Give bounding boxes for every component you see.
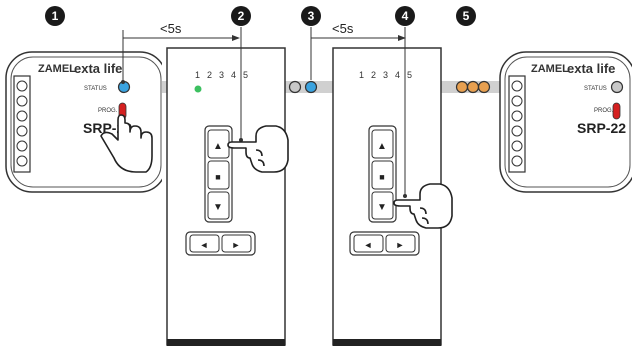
svg-text:▼: ▼ (213, 202, 223, 213)
right-button[interactable] (221, 234, 252, 253)
svg-text:5: 5 (463, 9, 470, 23)
orange-led-blink-icon (455, 80, 491, 94)
status-label-left: STATUS (84, 86, 107, 92)
prog-label-right: PROG. (594, 108, 614, 114)
prog-button-right[interactable] (612, 102, 621, 120)
left-button[interactable] (353, 234, 384, 253)
channel-label: 3 (219, 70, 224, 80)
terminal-block-right (508, 75, 526, 173)
right-button[interactable] (385, 234, 416, 253)
svg-text:▲: ▲ (377, 141, 387, 152)
svg-text:<5s: <5s (332, 21, 354, 36)
step-badge-4: 4 (395, 6, 415, 26)
hand-icon-press-prog (100, 114, 153, 173)
step-badge-3: 3 (301, 6, 321, 26)
hand-icon-press-down (393, 183, 453, 229)
svg-text:►: ► (396, 240, 405, 250)
remote-left: 1 2 3 4 5 ▲ ■ ▼ ◄ ► (166, 47, 286, 346)
svg-text:2: 2 (238, 9, 245, 23)
svg-text:▲: ▲ (213, 141, 223, 152)
timing-arrow-1: <5s (123, 21, 240, 41)
receiver-right: ZAMEL exta life STATUS PROG. SRP-22 (499, 51, 632, 193)
stop-button[interactable] (207, 160, 230, 190)
svg-text:1: 1 (52, 9, 59, 23)
terminal-block-left (13, 75, 31, 173)
left-button[interactable] (189, 234, 220, 253)
channel-led-green (194, 85, 202, 93)
svg-text:4: 4 (402, 9, 409, 23)
up-button[interactable] (371, 129, 394, 159)
status-led-blue (304, 80, 318, 94)
svg-text:◄: ◄ (364, 240, 373, 250)
channel-label: 4 (231, 70, 236, 80)
brand-logo-right: ZAMEL (531, 63, 569, 75)
channel-label: 5 (407, 70, 412, 80)
prog-label-left: PROG. (98, 108, 118, 114)
step-badge-1: 1 (45, 6, 65, 26)
down-button[interactable] (371, 191, 394, 220)
status-label-right: STATUS (584, 86, 607, 92)
step-badge-2: 2 (231, 6, 251, 26)
svg-text:►: ► (232, 240, 241, 250)
channel-label: 3 (383, 70, 388, 80)
status-led-right (610, 80, 624, 94)
channel-label: 2 (207, 70, 212, 80)
svg-text:<5s: <5s (160, 21, 182, 36)
brand-logo-left: ZAMEL (38, 63, 76, 75)
svg-text:▼: ▼ (377, 202, 387, 213)
down-button[interactable] (207, 191, 230, 220)
channel-label: 1 (195, 70, 200, 80)
channel-label: 4 (395, 70, 400, 80)
product-line-right: exta life (567, 61, 615, 76)
stop-button[interactable] (371, 160, 394, 190)
svg-text:◄: ◄ (200, 240, 209, 250)
svg-text:3: 3 (308, 9, 315, 23)
channel-label: 5 (243, 70, 248, 80)
step-badge-5: 5 (456, 6, 476, 26)
status-led-off (288, 80, 302, 94)
product-line-left: exta life (74, 61, 122, 76)
svg-text:■: ■ (379, 172, 384, 182)
model-label-right: SRP-22 (577, 120, 626, 136)
timing-arrow-2: <5s (311, 21, 406, 41)
channel-label: 2 (371, 70, 376, 80)
svg-text:■: ■ (215, 172, 220, 182)
channel-label: 1 (359, 70, 364, 80)
hand-icon-press-up (227, 125, 289, 173)
